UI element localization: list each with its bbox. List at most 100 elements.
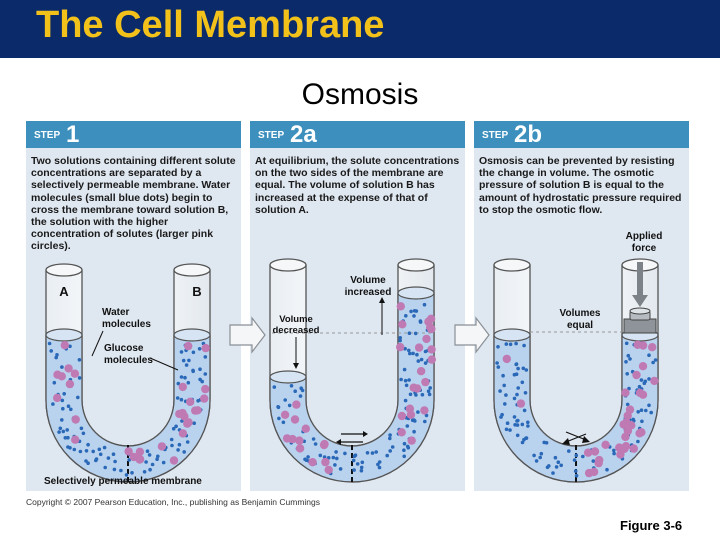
solute-molecule xyxy=(420,406,429,415)
solute-molecule xyxy=(409,383,418,392)
water-molecule xyxy=(79,426,84,431)
water-molecule xyxy=(423,419,427,424)
water-molecule xyxy=(419,357,424,362)
solute-molecule xyxy=(70,369,80,378)
step-1-word: STEP xyxy=(34,130,61,141)
water-molecule xyxy=(176,448,180,452)
water-molecule xyxy=(91,449,95,454)
solute-molecule xyxy=(135,447,145,456)
water-molecule xyxy=(311,437,316,441)
water-molecule xyxy=(365,451,370,455)
water-molecule xyxy=(501,373,505,378)
water-molecule xyxy=(512,415,517,419)
water-molecule xyxy=(647,377,651,381)
water-molecule xyxy=(377,465,382,470)
water-molecule xyxy=(283,398,288,402)
water-molecule xyxy=(514,362,518,367)
solute-molecule xyxy=(416,367,426,376)
water-molecule xyxy=(556,460,561,465)
water-molecule xyxy=(520,440,525,445)
water-molecule xyxy=(515,433,520,438)
solute-molecule xyxy=(290,415,300,424)
water-molecule xyxy=(377,460,382,464)
water-molecule xyxy=(495,361,499,365)
water-molecule xyxy=(155,457,159,462)
copyright-notice: Copyright © 2007 Pearson Education, Inc.… xyxy=(26,497,321,507)
solute-molecule xyxy=(629,444,638,453)
water-molecule xyxy=(399,377,403,382)
solute-molecule xyxy=(183,419,192,428)
title-banner: The Cell Membrane xyxy=(0,0,720,58)
water-molecule xyxy=(98,452,103,457)
water-molecule xyxy=(69,407,73,412)
water-molecule xyxy=(68,344,72,349)
volumes-equal-line2: equal xyxy=(567,320,593,331)
water-molecule xyxy=(407,348,411,353)
water-molecule xyxy=(521,366,526,371)
water-molecule xyxy=(567,449,571,453)
water-molecule xyxy=(62,392,66,396)
water-molecule xyxy=(628,357,632,361)
water-molecule xyxy=(520,380,525,385)
water-molecule xyxy=(653,358,658,362)
volume-decreased-line2: decreased xyxy=(272,325,319,336)
water-molecule xyxy=(403,378,408,383)
solute-molecule xyxy=(201,384,210,394)
water-molecule xyxy=(651,360,655,365)
water-molecule xyxy=(97,447,102,452)
water-molecule xyxy=(66,404,71,409)
water-molecule xyxy=(428,386,433,390)
step-1-header: STEP 1 xyxy=(26,121,241,148)
piston-weight xyxy=(623,307,657,334)
water-molecule xyxy=(639,408,644,413)
water-molecule xyxy=(55,353,59,357)
water-molecule xyxy=(644,408,648,413)
glucose-pointer xyxy=(149,357,179,371)
water-molecule xyxy=(647,353,651,358)
solute-molecule xyxy=(124,447,133,456)
water-molecule xyxy=(351,458,356,463)
water-molecule xyxy=(174,424,178,429)
solute-molecule xyxy=(398,320,407,329)
water-molecule xyxy=(65,428,69,432)
step-2b-word: STEP xyxy=(482,130,509,141)
solute-molecule xyxy=(71,415,80,424)
solute-molecule xyxy=(427,345,436,354)
solute-molecule xyxy=(53,393,62,403)
water-molecule xyxy=(374,450,379,454)
next-step-arrow-1 xyxy=(229,316,266,354)
water-molecule xyxy=(504,342,509,346)
water-molecule xyxy=(504,427,509,432)
water-molecule xyxy=(504,393,508,397)
water-molecule xyxy=(539,451,544,456)
water-molecule xyxy=(520,422,525,427)
solution-a-label: A xyxy=(59,284,69,299)
water-molecule xyxy=(398,338,402,343)
solute-molecule xyxy=(396,302,405,311)
applied-force-arrow xyxy=(632,262,648,307)
water-molecule xyxy=(416,410,420,414)
water-molecule xyxy=(76,395,80,400)
water-molecule xyxy=(404,383,409,388)
water-molecule xyxy=(60,418,64,422)
water-molecule xyxy=(408,392,413,397)
water-molecule xyxy=(516,366,520,371)
solute-molecule xyxy=(129,452,139,462)
water-molecule xyxy=(276,405,280,409)
water-label-line1: Water xyxy=(102,307,130,318)
solute-molecule xyxy=(621,432,630,442)
water-molecule xyxy=(631,417,635,422)
water-molecule xyxy=(422,302,427,307)
solute-molecule xyxy=(201,343,210,353)
water-molecule xyxy=(424,413,429,418)
water-molecule xyxy=(423,349,428,354)
water-molecule xyxy=(66,445,70,449)
solute-molecule xyxy=(623,411,632,420)
water-molecule xyxy=(403,398,408,403)
water-molecule xyxy=(390,445,395,449)
volume-increased-line1: Volume xyxy=(350,275,386,286)
water-molecule xyxy=(203,372,208,376)
water-molecule xyxy=(408,351,412,356)
solute-molecule xyxy=(589,467,599,477)
water-molecule xyxy=(414,393,418,397)
